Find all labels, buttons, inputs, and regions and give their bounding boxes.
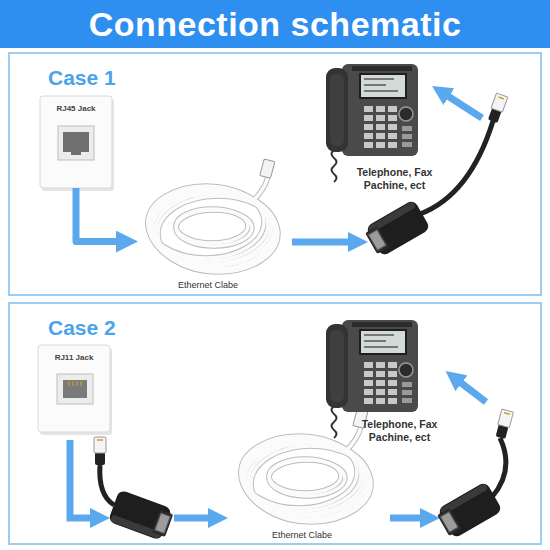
node-text: RJ11 Jack (55, 353, 94, 362)
cable-coil (241, 409, 371, 522)
flow-connector (76, 188, 138, 242)
cable-coil (148, 159, 278, 272)
wall-plate-body (40, 96, 112, 188)
line-plug (495, 409, 514, 439)
phone-illustration (326, 64, 418, 182)
node-text: Telephone, Fax Pachine, ect (337, 166, 452, 192)
node-text: Telephone, Fax Pachine, ect (342, 418, 457, 444)
flow-arrow (444, 94, 482, 119)
flow-arrow (70, 440, 96, 518)
end-device: Telephone, Fax Pachine, ect (342, 316, 457, 444)
wall-jack: RJ11 Jack (38, 345, 110, 432)
coupler-adapter (363, 199, 431, 258)
adapter-pigtail (492, 438, 506, 497)
adapter-pigtail (100, 465, 114, 505)
cable-item: Ethernet Clabe (138, 180, 278, 292)
node-text: RJ45 Jack (56, 104, 95, 113)
line-plug (94, 437, 106, 465)
page-title: Connection schematic (0, 0, 550, 48)
wall-plate-body (38, 345, 110, 432)
jack-notch (71, 151, 81, 155)
flow-arrow (174, 515, 214, 522)
end-device: Telephone, Fax Pachine, ect (337, 60, 452, 192)
jack-socket (58, 126, 94, 160)
node-text: Case 2 (48, 316, 116, 340)
flow-arrow (457, 380, 486, 402)
title-banner (0, 0, 550, 48)
case-panel: Case 1 RJ45 JackEthernet Clabe Telephone, … (8, 52, 542, 296)
jack-opening (63, 132, 89, 152)
jack-socket (57, 374, 93, 404)
case-panel: Case 2 RJ11 JackEthernet Clabe Telephone, … (8, 302, 542, 545)
jack-pins (69, 381, 81, 386)
flow-arrow (390, 515, 426, 522)
cable-item: Ethernet Clabe (232, 420, 372, 542)
node-text: Case 1 (48, 66, 116, 90)
node-text: Ethernet Clabe (272, 530, 332, 540)
jack-opening (63, 380, 87, 398)
coupler-adapter (108, 489, 175, 541)
coupler-adapter (435, 481, 503, 540)
flow-arrow (292, 239, 354, 246)
wall-jack: RJ45 Jack (40, 96, 112, 188)
line-plug (487, 93, 508, 123)
node-text: Ethernet Clabe (178, 280, 238, 290)
